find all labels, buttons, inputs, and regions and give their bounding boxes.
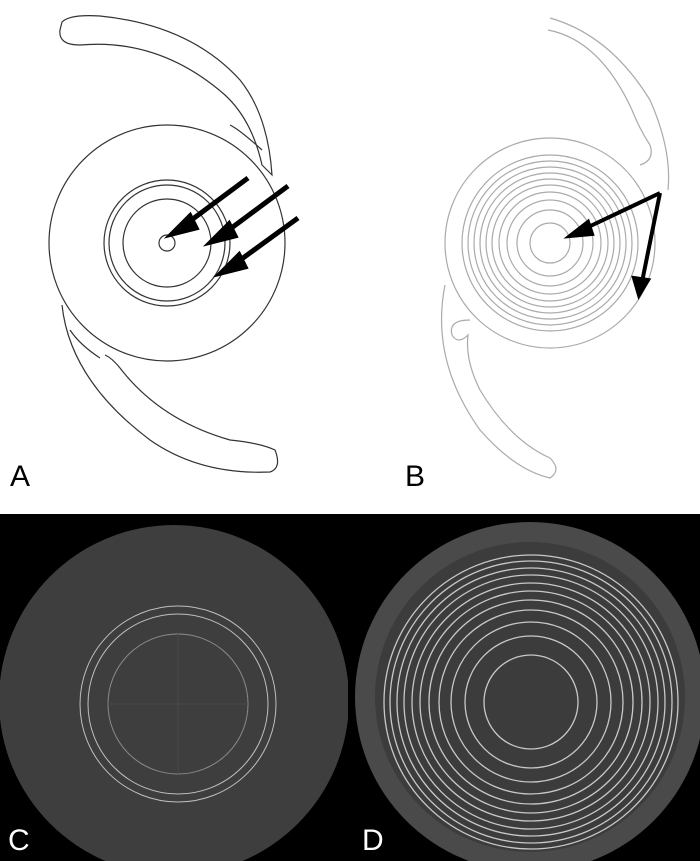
lens-image-d xyxy=(355,522,700,861)
panel-label-a: A xyxy=(10,460,31,493)
iol-diagram-b xyxy=(440,17,670,479)
panel-label-d: D xyxy=(362,824,384,857)
panel-d: D xyxy=(348,514,700,861)
panel-label-b: B xyxy=(405,460,426,493)
panel-c: C xyxy=(0,514,348,861)
panel-b: B xyxy=(350,0,700,510)
panel-label-c: C xyxy=(8,824,30,857)
lens-image-c xyxy=(0,525,348,861)
iol-diagram-a xyxy=(48,15,300,473)
panel-a: A xyxy=(0,0,350,510)
